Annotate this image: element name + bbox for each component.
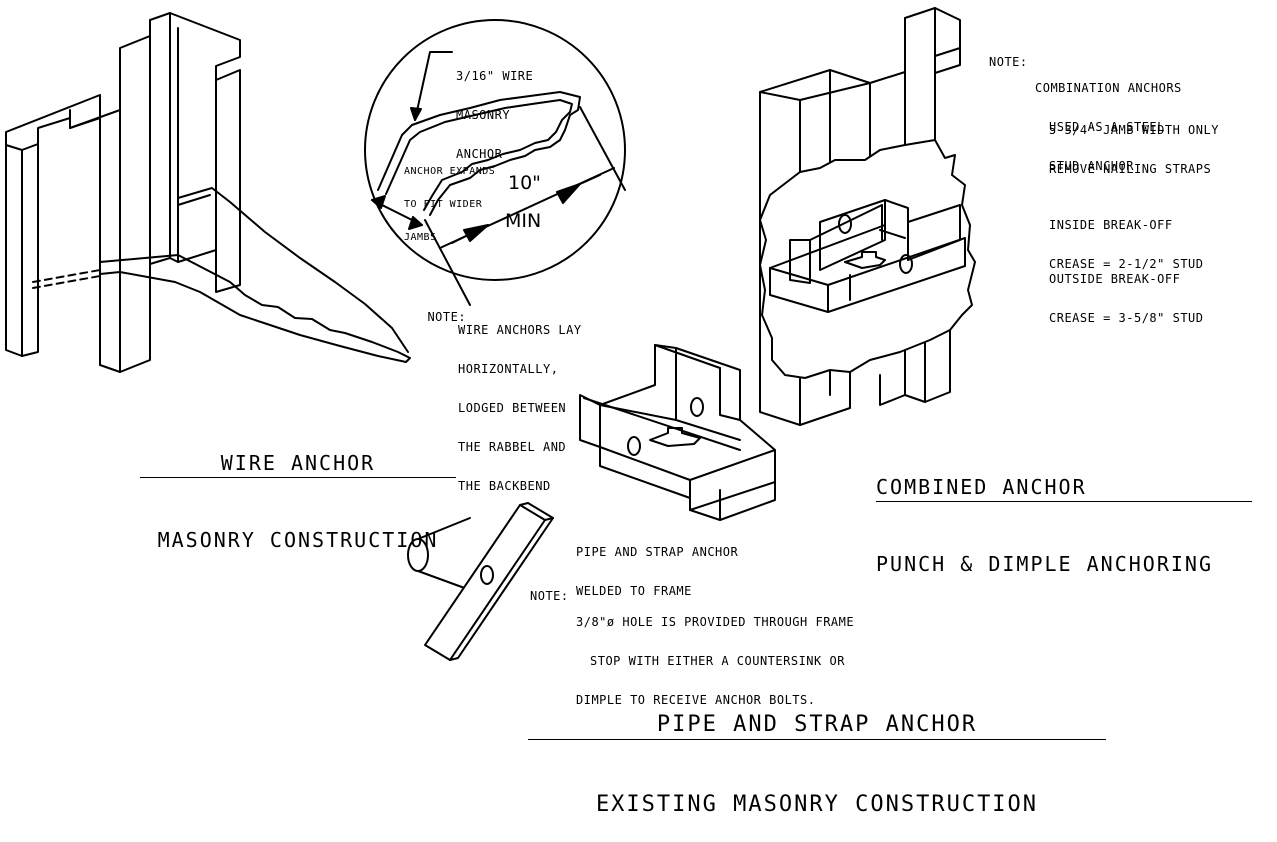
spec-inside-line: CREASE = 2-1/2" STUD [1049,257,1204,271]
wire-note-label: NOTE: [427,310,467,324]
wire-note-line: WIRE ANCHORS LAY [458,323,582,337]
pipe-strap-anchor [407,502,554,661]
wire-note-line: THE RABBEL AND [458,440,567,454]
wire-anchor-title: WIRE ANCHOR MASONRY CONSTRUCTION [140,403,456,576]
pipe-strap-callout: PIPE AND STRAP ANCHOR WELDED TO FRAME [576,520,738,611]
callout-wire-line: ANCHOR [456,147,503,161]
wire-anchor-title-bottom: MASONRY CONSTRUCTION [157,528,439,552]
spec-nailing-straps: REMOVE NAILING STRAPS [1049,162,1212,176]
callout-expands-line: JAMBS [404,232,437,243]
wire-note-line: THE BACKBEND [458,479,551,493]
combined-note-line: STUD ANCHOR [1049,159,1134,173]
spec-jamb-width: 5-3/4" JAMB WIDTH ONLY [1049,123,1219,137]
callout-wire-line: 3/16" WIRE [456,69,534,83]
combined-note-body: COMBINATION ANCHORS USED AS A STEEL STUD… [1035,56,1182,186]
spec-outside-line: OUTSIDE BREAK-OFF [1049,272,1181,286]
callout-expands-label: ANCHOR EXPANDS TO FIT WIDER JAMBS [404,144,495,254]
combined-note-label: NOTE: [989,55,1028,69]
wire-note-line: HORIZONTALLY, [458,362,559,376]
dimension-value: 10" [508,172,541,194]
combined-anchor-title-top: COMBINED ANCHOR [876,475,1252,502]
pipe-note-line: DIMPLE TO RECEIVE ANCHOR BOLTS. [576,693,816,707]
combined-anchor-title-bottom: PUNCH & DIMPLE ANCHORING [876,552,1213,576]
wire-anchor-title-top: WIRE ANCHOR [140,451,456,478]
combined-anchor-frame [759,7,976,426]
pipe-strap-title: PIPE AND STRAP ANCHOR EXISTING MASONRY C… [528,662,1106,842]
spec-outside-breakoff: OUTSIDE BREAK-OFF CREASE = 3-5/8" STUD [1049,247,1204,338]
wire-note: NOTE: [412,298,466,324]
pipe-note-line: STOP WITH EITHER A COUNTERSINK OR [590,654,845,668]
spec-outside-line: CREASE = 3-5/8" STUD [1049,311,1204,325]
wire-note-line: LODGED BETWEEN [458,401,567,415]
spec-inside-breakoff: INSIDE BREAK-OFF CREASE = 2-1/2" STUD [1049,193,1204,284]
pipe-strap-title-top: PIPE AND STRAP ANCHOR [528,712,1106,740]
wire-anchor-frame [5,12,411,373]
combined-anchor-title: COMBINED ANCHOR PUNCH & DIMPLE ANCHORING [876,427,1252,600]
loose-stud-anchor [579,344,776,521]
callout-wire-label: 3/16" WIRE MASONRY ANCHOR [456,44,533,174]
pipe-note-body: 3/8"ø HOLE IS PROVIDED THROUGH FRAME STO… [576,590,854,720]
pipe-note-label: NOTE: [530,589,569,603]
pipe-strap-callout-line: PIPE AND STRAP ANCHOR [576,545,739,559]
combined-note-line: USED AS A STEEL [1049,120,1165,134]
wire-note-body: WIRE ANCHORS LAY HORIZONTALLY, LODGED BE… [458,298,582,506]
anchor-details-drawing [5,7,976,661]
pipe-strap-title-bottom: EXISTING MASONRY CONSTRUCTION [595,792,1039,817]
wire-detail-circle [364,19,626,306]
pipe-strap-callout-line: WELDED TO FRAME [576,584,692,598]
combined-note-line: COMBINATION ANCHORS [1035,81,1182,95]
dimension-unit: MIN [505,210,542,232]
callout-expands-line: ANCHOR EXPANDS [404,166,496,177]
callout-wire-line: MASONRY [456,108,511,122]
callout-expands-line: TO FIT WIDER [404,199,483,210]
spec-inside-line: INSIDE BREAK-OFF [1049,218,1173,232]
pipe-note-line: 3/8"ø HOLE IS PROVIDED THROUGH FRAME [576,615,855,629]
